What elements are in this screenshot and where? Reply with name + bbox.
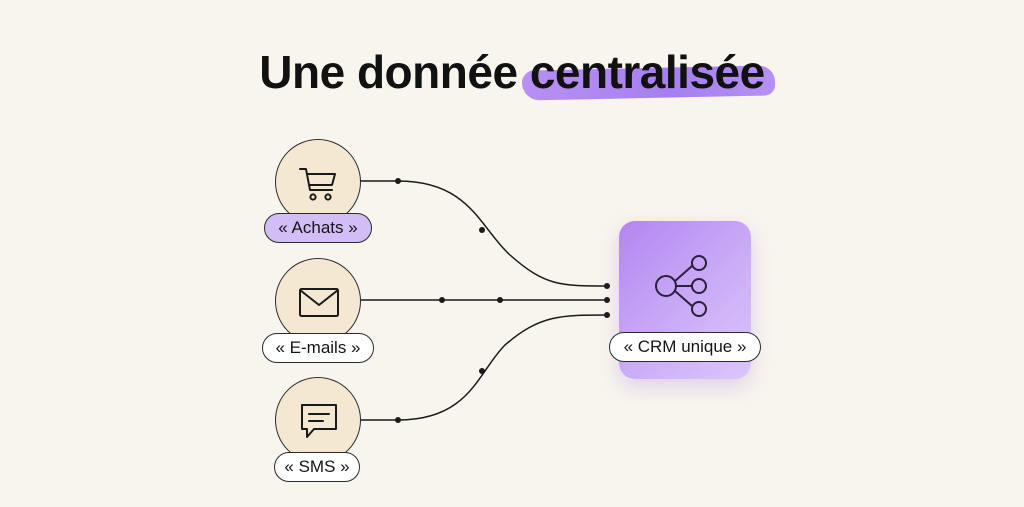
- chat-bubble-icon: [301, 404, 337, 438]
- source-sms-circle: [275, 377, 361, 463]
- connector-dot: [604, 312, 610, 318]
- connector-dot: [395, 417, 401, 423]
- connector-dot: [479, 227, 485, 233]
- connector-dot: [497, 297, 503, 303]
- connector-dot: [439, 297, 445, 303]
- page-title: Une donnée centralisée: [0, 40, 1024, 104]
- connector-dot: [479, 368, 485, 374]
- connector-dot: [604, 283, 610, 289]
- source-emails-circle: [275, 258, 361, 344]
- connector-sms: [360, 314, 609, 421]
- connector-achats: [360, 180, 609, 287]
- source-emails-label: « E-mails »: [262, 333, 374, 363]
- envelope-icon: [299, 288, 339, 317]
- source-sms-label: « SMS »: [274, 452, 360, 482]
- shopping-cart-icon: [299, 168, 336, 201]
- title-plain: Une donnée: [259, 46, 518, 98]
- source-achats-circle: [275, 139, 361, 225]
- share-nodes-icon: [655, 255, 707, 317]
- crm-label: « CRM unique »: [609, 332, 761, 362]
- connector-dot: [604, 297, 610, 303]
- title-highlight: centralisée: [530, 40, 765, 104]
- source-achats-label: « Achats »: [264, 213, 372, 243]
- connector-dot: [395, 178, 401, 184]
